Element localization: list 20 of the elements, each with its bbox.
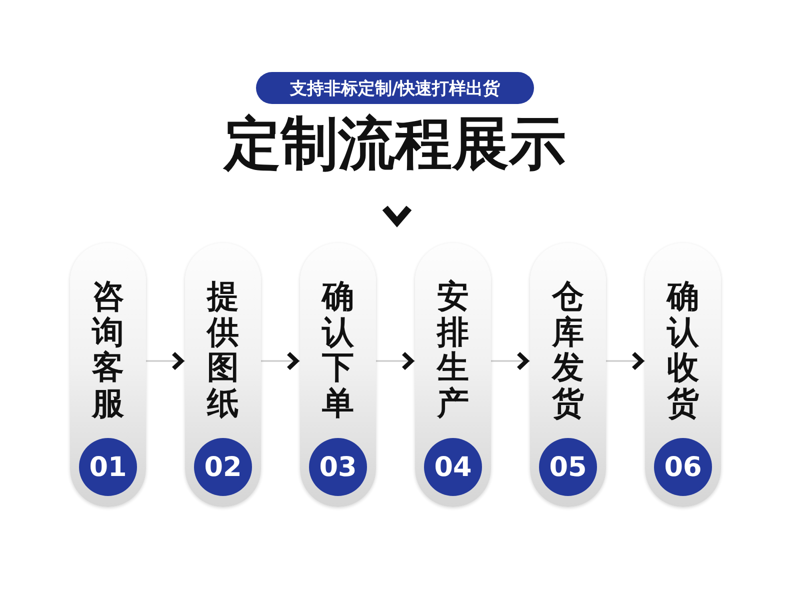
step-number-badge: 06 <box>654 438 712 496</box>
step-card <box>70 243 146 507</box>
step-card <box>415 243 491 507</box>
step-card <box>530 243 606 507</box>
step-number-badge: 03 <box>309 438 367 496</box>
step-card <box>300 243 376 507</box>
step-label: 确认下单 <box>320 279 355 421</box>
step-label: 确认收货 <box>665 279 700 421</box>
step-number-badge: 01 <box>79 438 137 496</box>
step-number-badge: 05 <box>539 438 597 496</box>
step-label: 仓库发货 <box>550 279 585 421</box>
step-card <box>645 243 721 507</box>
step-number-badge: 04 <box>424 438 482 496</box>
step-label: 安排生产 <box>435 279 470 421</box>
step-label: 咨询客服 <box>90 279 125 421</box>
step-label: 提供图纸 <box>205 279 240 421</box>
title: 定制流程展示 <box>224 110 566 178</box>
step-number-badge: 02 <box>194 438 252 496</box>
subtitle-badge: 支持非标定制/快速打样出货 <box>256 72 534 104</box>
step-card <box>185 243 261 507</box>
